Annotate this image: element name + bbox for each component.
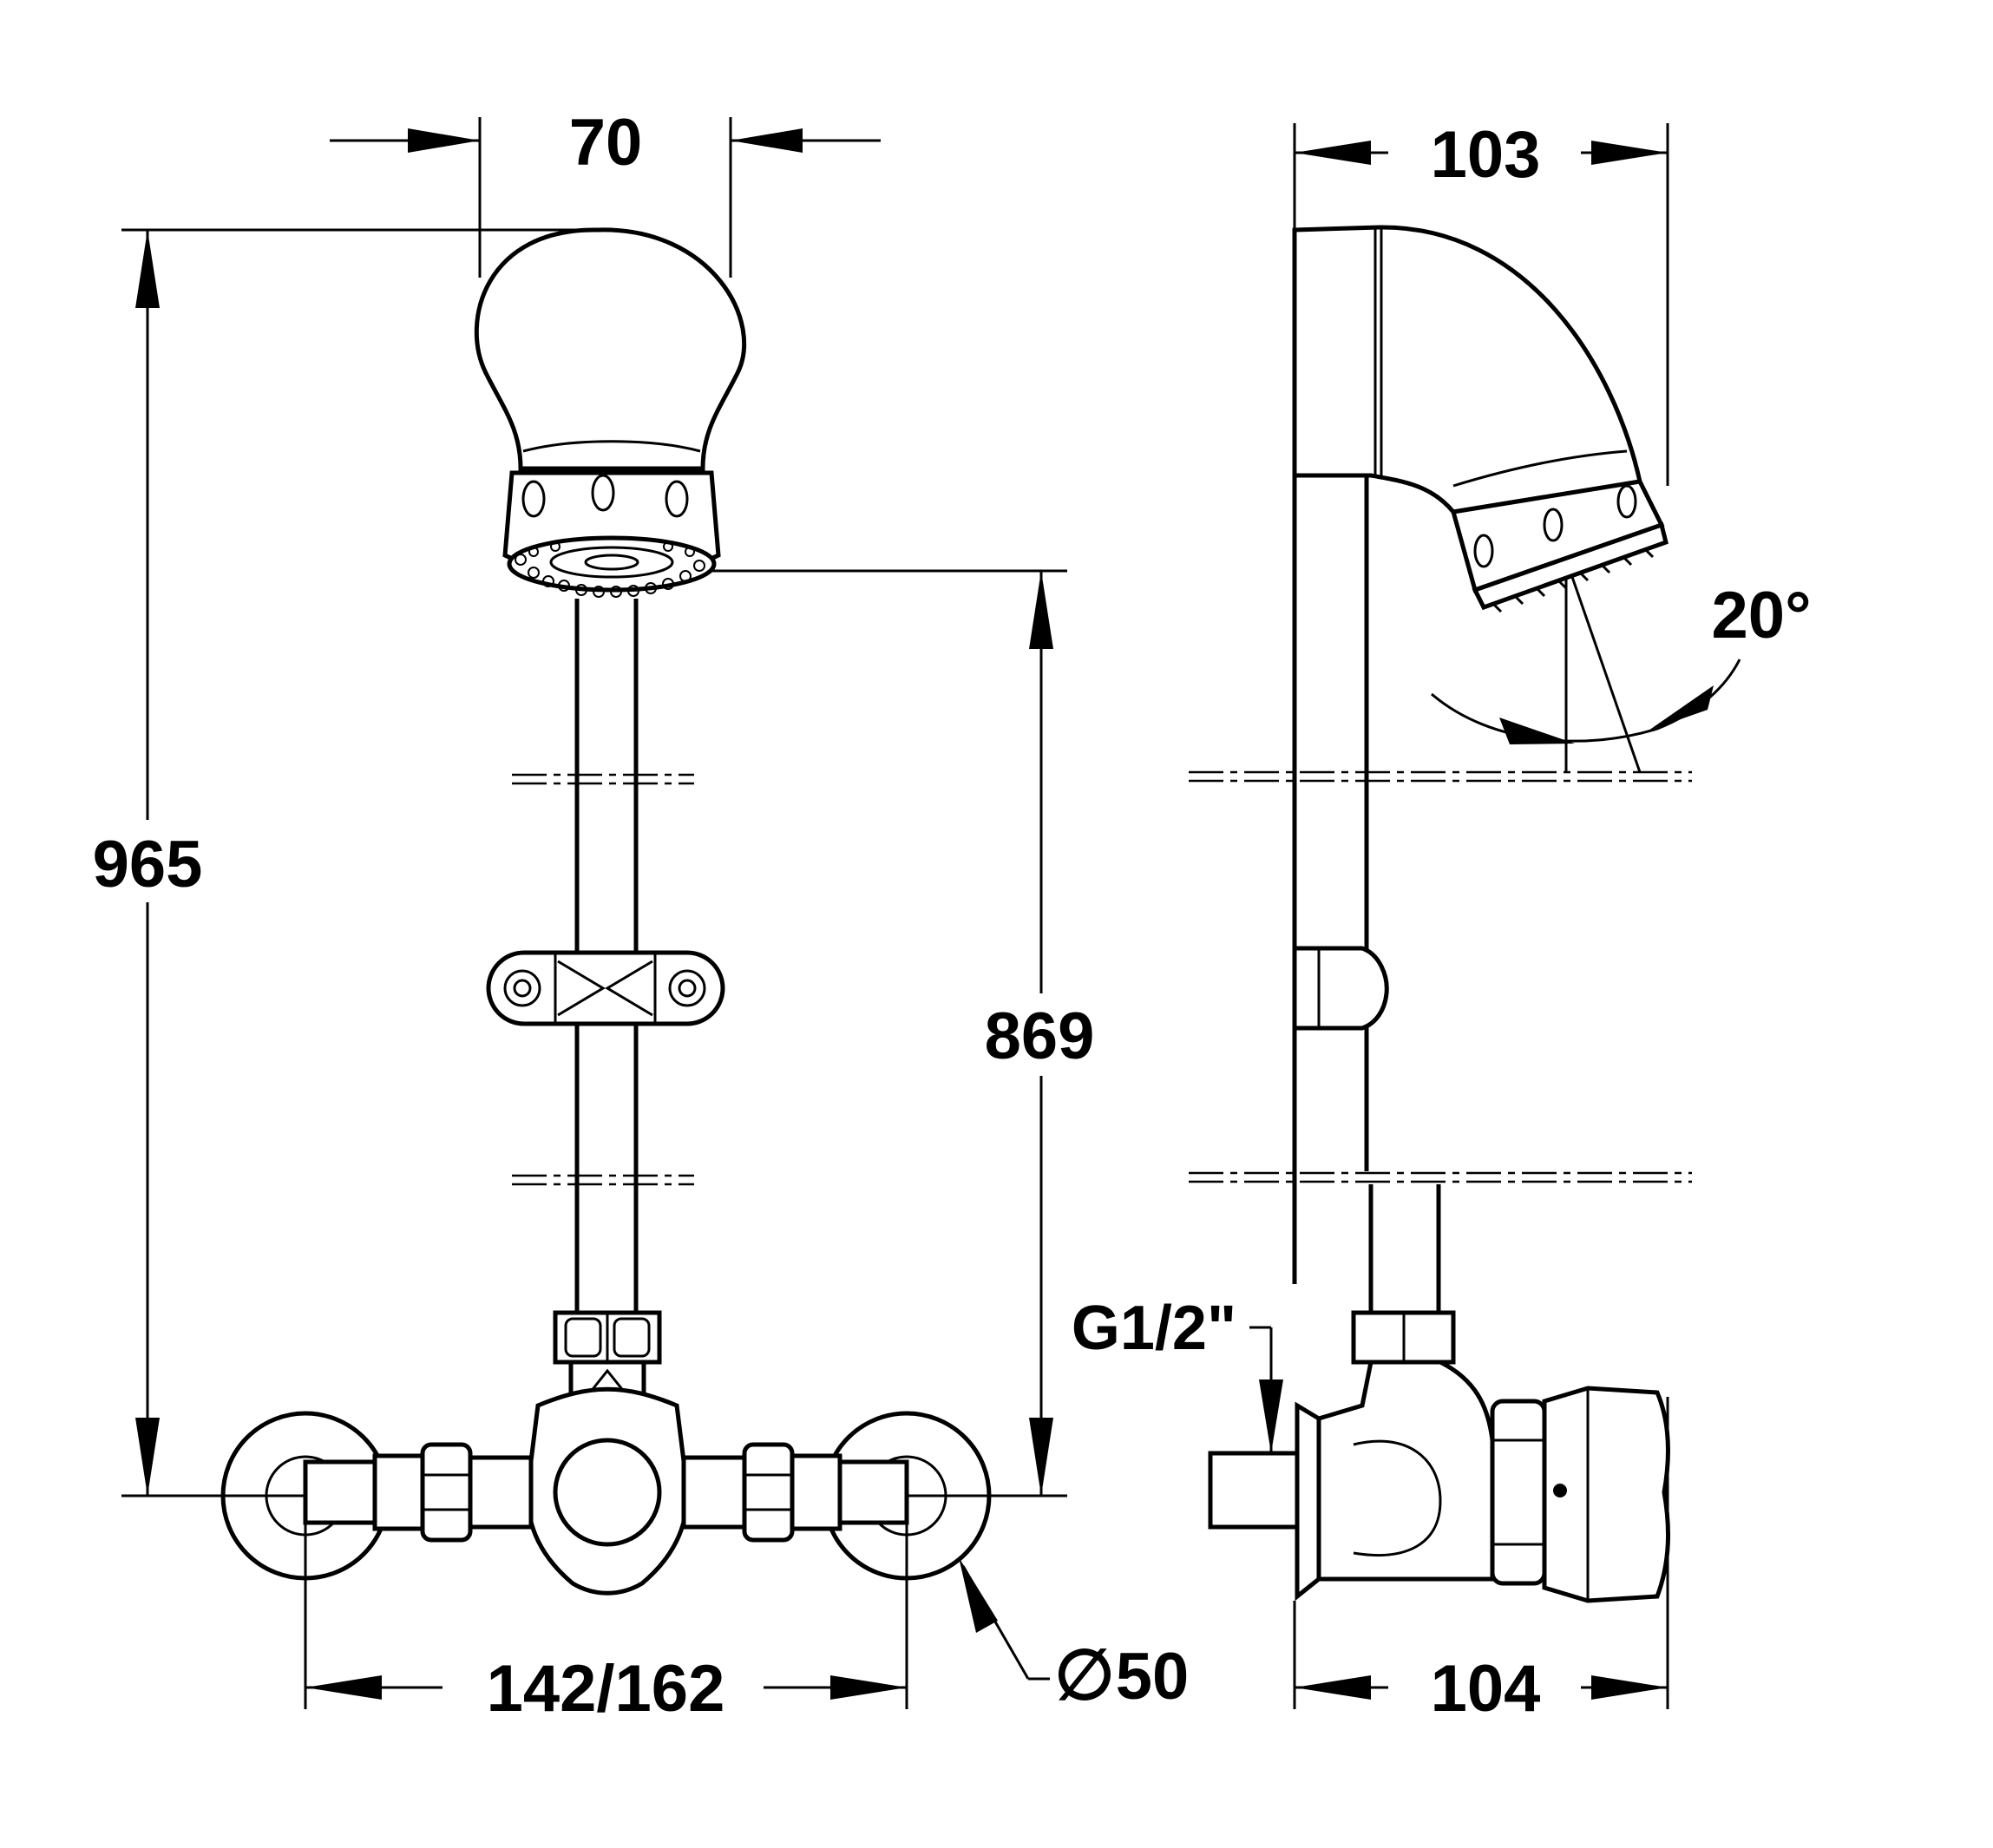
dim-label-103: 103 [1431,118,1541,192]
dim-label-70: 70 [569,106,643,180]
dimension-869: 869 [711,569,1095,1497]
spray-nozzles [515,541,705,598]
valve-body-side [1208,1310,1671,1603]
riser-pipe-side [1189,475,1692,1327]
dimension-142-162: 142/162 [304,1496,908,1726]
dimension-diameter-50: ∅ 50 [959,1557,1189,1714]
dimension-104: 104 [1293,1397,1669,1726]
shower-head-front [474,227,747,598]
front-view [220,227,992,1596]
side-view [1189,225,1741,1603]
mixer-front [220,1310,992,1596]
dim-label-20-deg: 20° [1712,579,1812,652]
dim-label-104: 104 [1431,1652,1541,1726]
dim-label-diameter-symbol: ∅ [1054,1636,1115,1714]
dim-label-142-162: 142/162 [487,1652,725,1726]
dim-label-965: 965 [93,828,203,901]
dim-label-thread: G1/2" [1072,1294,1236,1363]
dimension-103: 103 [1293,118,1669,486]
dim-label-869: 869 [985,999,1095,1073]
dim-label-diameter-50: 50 [1116,1640,1190,1714]
dimension-thread: G1/2" [1072,1294,1283,1453]
wall-bracket-front [486,950,725,1026]
shower-head-side [1292,225,1668,613]
dimension-70: 70 [330,106,881,278]
dimension-965: 965 [93,228,599,1497]
dimension-20-deg: 20° [1712,579,1812,652]
tilt-angle-construction [1431,576,1741,773]
